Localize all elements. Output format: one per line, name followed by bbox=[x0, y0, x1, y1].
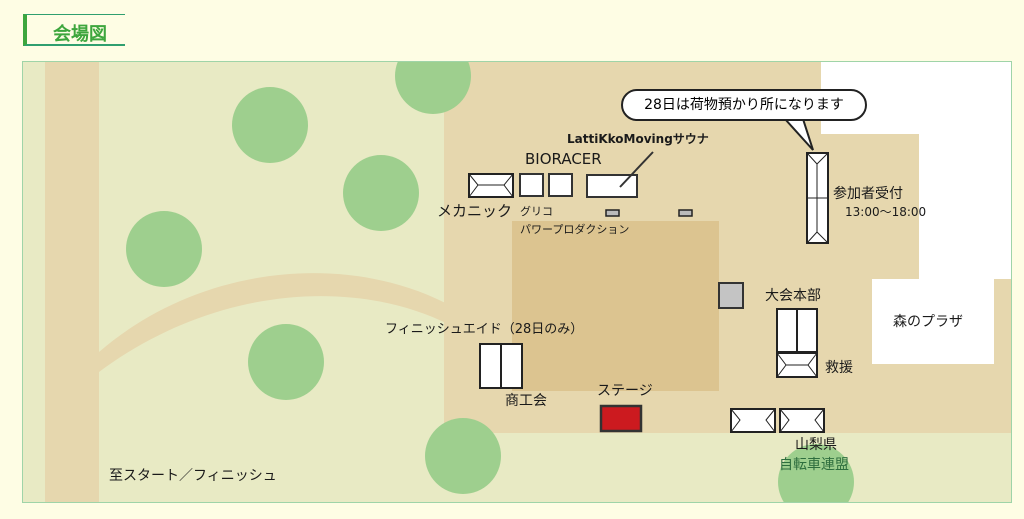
section-title: 会場図 bbox=[23, 14, 125, 46]
label-mechanic: メカニック bbox=[437, 202, 513, 220]
title-text: 会場図 bbox=[53, 24, 107, 45]
label-chamber-of-commerce: 商工会 bbox=[505, 393, 547, 409]
label-reception-time: 13:00～18:00 bbox=[845, 205, 927, 219]
label-forest-plaza: 森のプラザ bbox=[893, 314, 963, 330]
forest-plaza-building bbox=[872, 279, 994, 364]
tents bbox=[468, 152, 829, 433]
label-reception: 参加者受付 bbox=[833, 186, 903, 202]
venue-map: 28日は荷物預かり所になります LattiKkoMovingサウナ BIORAC… bbox=[22, 61, 1012, 503]
label-rescue: 救援 bbox=[825, 360, 853, 376]
left-path bbox=[45, 62, 99, 502]
curved-path bbox=[99, 273, 453, 372]
label-to-start-finish: 至スタート／フィニッシュ bbox=[109, 468, 277, 484]
label-finish-aid: フィニッシュエイド（28日のみ） bbox=[385, 322, 584, 337]
map-graphic bbox=[23, 62, 1011, 502]
tree-icons bbox=[126, 62, 854, 502]
central-square bbox=[512, 221, 719, 391]
label-hq: 大会本部 bbox=[765, 288, 821, 304]
label-stage: ステージ bbox=[597, 383, 653, 399]
label-bioracer: BIORACER bbox=[525, 150, 602, 168]
stage bbox=[599, 404, 643, 433]
callout-baggage: 28日は荷物預かり所になります bbox=[621, 89, 867, 121]
latti-pointer bbox=[619, 151, 654, 188]
label-yamanashi: 山梨県 bbox=[795, 437, 837, 453]
label-power-production: パワープロダクション bbox=[520, 223, 630, 236]
label-glico: グリコ bbox=[520, 205, 553, 218]
label-latti: LattiKkoMovingサウナ bbox=[567, 132, 709, 146]
label-cycling-federation: 自転車連盟 bbox=[779, 457, 849, 473]
